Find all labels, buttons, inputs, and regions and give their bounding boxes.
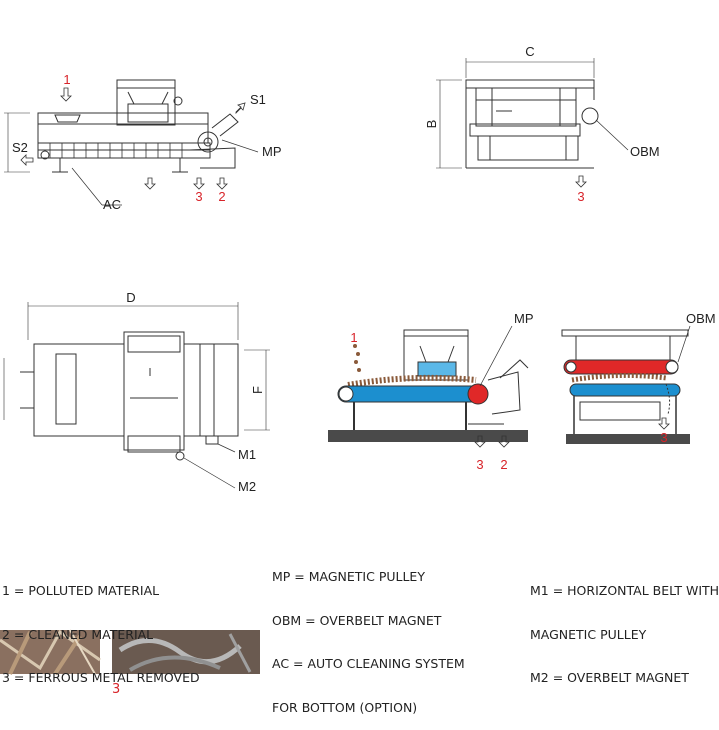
photo-caption-3: 3 xyxy=(112,682,121,697)
label-m1: M1 xyxy=(238,447,256,462)
photo-polluted-material xyxy=(0,629,101,676)
photo-strip xyxy=(0,629,260,676)
legend-materials: 1 = POLLUTED MATERIAL 2 = CLEANED MATERI… xyxy=(2,555,200,700)
side-view-drawing xyxy=(4,79,259,206)
legend-item: MAGNETIC PULLEY xyxy=(530,626,647,642)
legend-item: AC = AUTO CLEANING SYSTEM xyxy=(272,656,465,671)
legend-models: M1 = HORIZONTAL BELT WITH MAGNETIC PULLE… xyxy=(530,555,719,700)
label-polluted-1-m1: 1 xyxy=(350,330,357,345)
label-s2: S2 xyxy=(12,140,28,155)
label-s1: S1 xyxy=(250,92,266,107)
label-ferrous-3-m2: 3 xyxy=(660,430,667,445)
legend-item: 1 = POLLUTED MATERIAL xyxy=(2,583,160,598)
label-ferrous-3-m1: 3 xyxy=(476,457,483,472)
legend-item: 3 = FERROUS METAL REMOVED xyxy=(2,670,200,685)
label-polluted-1: 1 xyxy=(63,72,70,87)
end-view-drawing xyxy=(436,58,629,188)
label-m2: M2 xyxy=(238,479,256,494)
legend-abbreviations: MP = MAGNETIC PULLEY OBM = OVERBELT MAGN… xyxy=(272,541,465,730)
label-mp-m1: MP xyxy=(514,311,534,326)
label-dimension-b: B xyxy=(424,120,439,129)
legend-item: M2 = OVERBELT MAGNET xyxy=(530,670,689,685)
technical-drawing-sheet: 1 S1 S2 MP AC 3 2 xyxy=(0,44,716,676)
label-ferrous-3-end: 3 xyxy=(577,189,584,204)
m1-scheme-drawing xyxy=(328,325,529,448)
label-cleaned-2-m1: 2 xyxy=(500,457,507,472)
label-mp-side: MP xyxy=(262,144,282,159)
label-dimension-f: F xyxy=(250,386,265,394)
label-dimension-d: D xyxy=(126,290,135,305)
photo-ferrous-metal xyxy=(112,630,260,674)
label-ac: AC xyxy=(103,197,121,212)
legend-item: FOR BOTTOM (OPTION) xyxy=(272,699,418,715)
label-cleaned-2-side: 2 xyxy=(218,189,225,204)
legend-item: OBM = OVERBELT MAGNET xyxy=(272,612,442,628)
label-obm-m2: OBM xyxy=(686,311,716,326)
label-ferrous-3-side: 3 xyxy=(195,189,202,204)
legend-item: 2 = CLEANED MATERIAL xyxy=(2,626,154,642)
label-obm-end: OBM xyxy=(630,144,660,159)
legend-item: MP = MAGNETIC PULLEY xyxy=(272,569,425,584)
legend-item: M1 = HORIZONTAL BELT WITH xyxy=(530,583,719,598)
plan-view-drawing xyxy=(3,302,270,489)
m2-scheme-drawing xyxy=(561,325,691,444)
label-dimension-c: C xyxy=(525,44,534,59)
